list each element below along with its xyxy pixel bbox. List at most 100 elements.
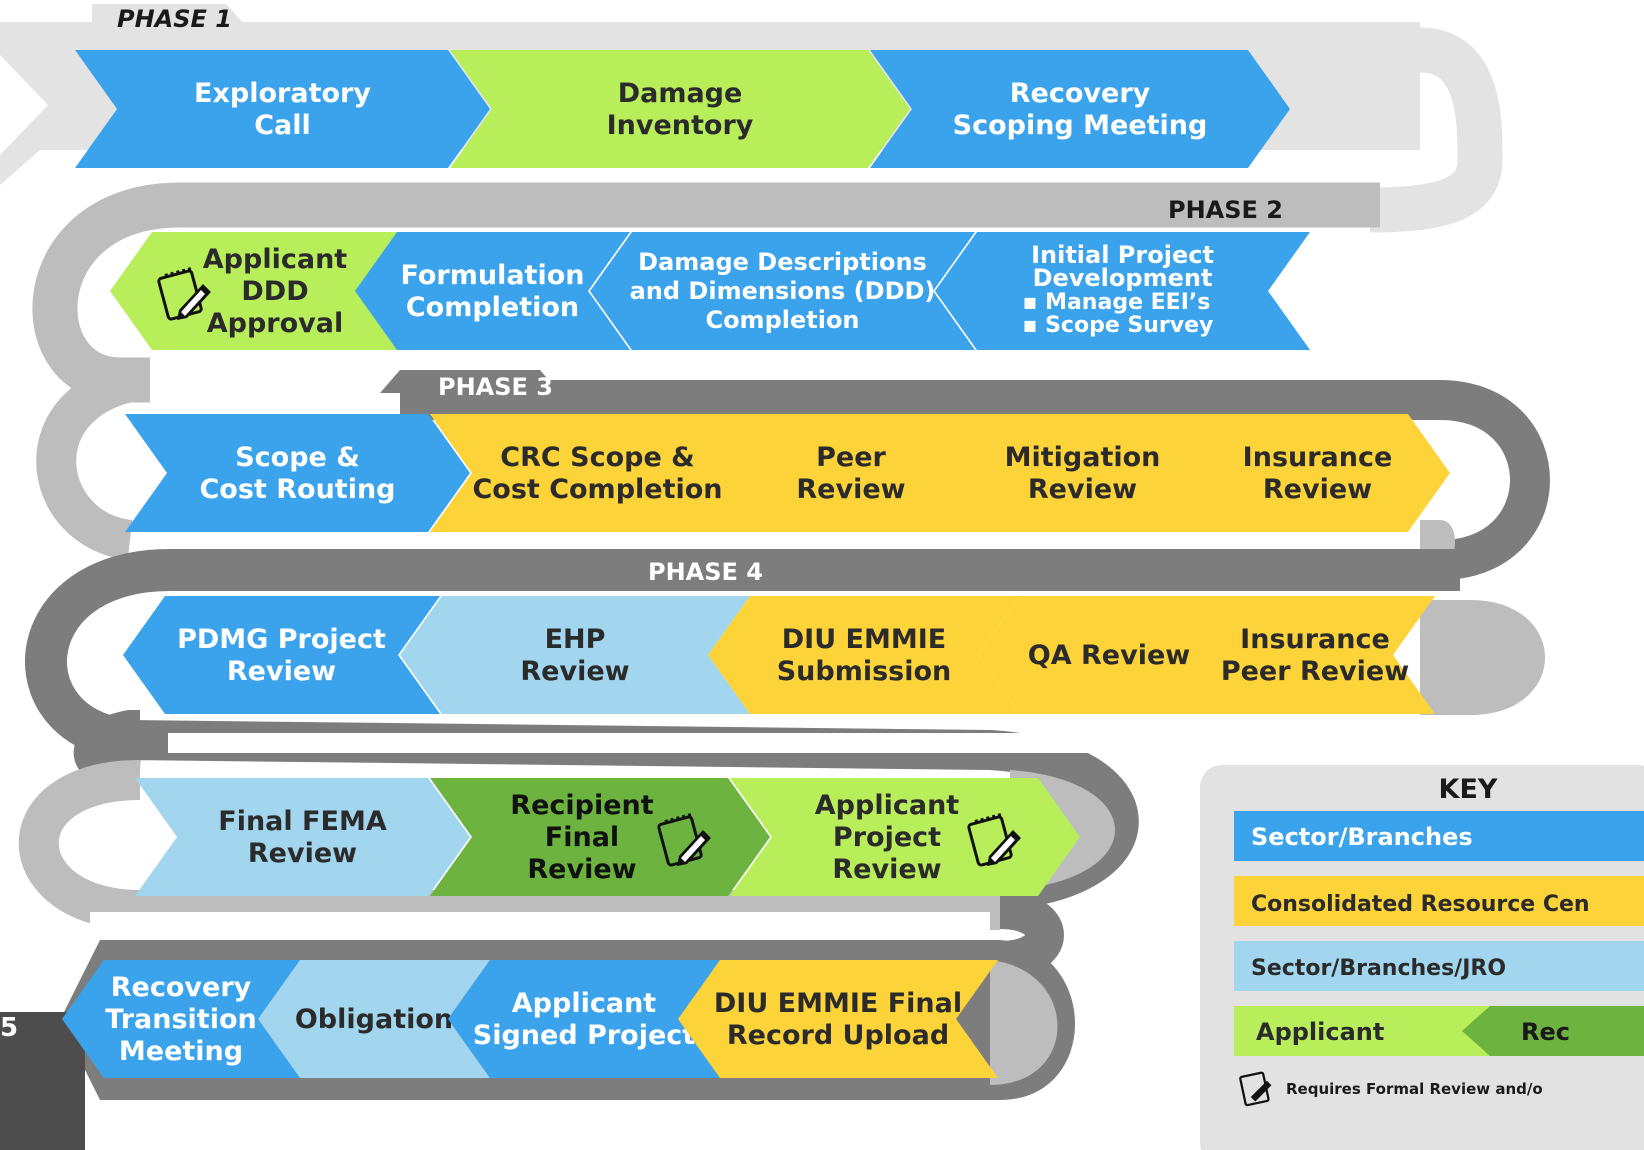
step-row3-5-line-2: Review (1263, 474, 1372, 505)
step-row5-2-line-2: Final (545, 822, 619, 853)
legend-label-crc: Consolidated Resource Cen (1251, 892, 1590, 917)
step-row4-2-line-2: Review (520, 656, 629, 687)
step-row4-5-line-1: Insurance (1240, 624, 1390, 655)
phase3-label: PHASE 3 (438, 373, 553, 401)
step-row2-2-line-2: Completion (406, 292, 579, 323)
phase4-right-curve (1420, 600, 1545, 715)
step-row5-1-line-2: Review (248, 838, 357, 869)
row6-back-right (990, 960, 1058, 1085)
phase1-curve (1369, 27, 1503, 233)
legend-label-applicant: Applicant (1256, 1018, 1384, 1046)
step-row5-2-line-3: Review (527, 854, 636, 885)
step-row2-1-line-2: DDD (241, 276, 308, 307)
step-row2-3-line-3: Completion (705, 306, 859, 334)
step-row4-2-shape (400, 596, 750, 714)
step-row1-1-line-1: Exploratory (194, 78, 371, 109)
row5-left-curve (18, 760, 1000, 930)
phase3-tab (380, 370, 560, 393)
legend-swatch-recipient (1460, 1006, 1644, 1056)
step-row1-1-line-2: Call (254, 110, 311, 141)
step-row1-3-line-1: Recovery (1010, 78, 1151, 109)
step-row2-4-bullet-2: ▪ Scope Survey (1023, 313, 1214, 338)
step-row4-2-line-1: EHP (545, 624, 606, 655)
step-row5-3-review-icon (967, 813, 1021, 867)
step-row1-3-shape (870, 50, 1290, 168)
step-row5-3-line-3: Review (832, 854, 941, 885)
step-row3-3-line-1: Peer (816, 442, 886, 473)
step-row4-1-line-2: Review (227, 656, 336, 687)
phase5-tab (0, 1012, 85, 1150)
step-row3-2: CRC Scope &Cost Completion (430, 414, 765, 532)
step-row4-1-line-1: PDMG Project (177, 624, 386, 655)
step-row2-4-bullet-1: ▪ Manage EEI’s (1023, 290, 1211, 315)
step-row5-2-review-icon (657, 813, 711, 867)
legend-label-jro: Sector/Branches/JRO (1251, 956, 1506, 981)
legend-title: KEY (1439, 774, 1498, 805)
step-row1-3-line-2: Scoping Meeting (953, 110, 1208, 141)
step-row5-3-line-2: Project (833, 822, 941, 853)
step-row2-3-line-2: and Dimensions (DDD) (630, 277, 936, 305)
phase2-label: PHASE 2 (1168, 196, 1283, 224)
phase-labels: PHASE 1 PHASE 2 PHASE 3 PHASE 4 5 (0, 4, 1340, 1043)
phase5-label: 5 (0, 1013, 18, 1043)
step-row3-3-line-2: Review (796, 474, 905, 505)
legend-label-sector-branches: Sector/Branches (1251, 823, 1473, 851)
step-row4-3-line-2: Submission (777, 656, 952, 687)
step-row2-3-shape (590, 232, 975, 350)
step-row6-3-shape (448, 960, 720, 1078)
legend-review-icon (1239, 1071, 1272, 1107)
step-row5-1-shape (135, 778, 470, 896)
step-row4-5-line-2: Peer Review (1221, 656, 1409, 687)
legend-note: Requires Formal Review and/o (1286, 1080, 1543, 1098)
step-row6-3-line-1: Applicant (512, 988, 657, 1019)
step-row6-2-shape (258, 960, 490, 1078)
step-row3-1-line-2: Cost Routing (199, 474, 395, 505)
step-row2-1-shape (110, 232, 400, 350)
step-row6-4-line-1: DIU EMMIE Final (714, 988, 962, 1019)
step-row6-4-line-2: Record Upload (727, 1020, 949, 1051)
step-row6-1-line-3: Meeting (119, 1036, 243, 1067)
legend: KEY Sector/Branches Consolidated Resourc… (1200, 765, 1644, 1150)
step-row6-2: Obligation (258, 960, 490, 1078)
step-row4-1-shape (123, 596, 440, 714)
step-row4-4-line-1: QA Review (1028, 640, 1190, 671)
step-row3-2-line-2: Cost Completion (472, 474, 722, 505)
step-row2-1-review-icon (157, 267, 211, 321)
step-row1-2-line-2: Inventory (607, 110, 754, 141)
step-row2-3-line-1: Damage Descriptions (638, 248, 927, 276)
step-row6-2-line-1: Obligation (295, 1004, 453, 1035)
step-row4-3-line-1: DIU EMMIE (782, 624, 946, 655)
step-row2-2-shape (355, 232, 630, 350)
step-row6-3-line-2: Signed Project (473, 1020, 696, 1051)
legend-swatch-sector-branches (1234, 811, 1644, 861)
step-row1-2-line-1: Damage (618, 78, 743, 109)
step-row3-3-shape (722, 414, 980, 532)
phase5-inner-white (168, 733, 1208, 753)
step-row3-2-line-1: CRC Scope & (500, 442, 694, 473)
step-row3-4-shape (935, 414, 1230, 532)
legend-swatch-crc (1234, 876, 1644, 926)
step-row3-2-shape (430, 414, 765, 532)
legend-label-recipient: Rec (1521, 1018, 1570, 1046)
step-row6-1-line-1: Recovery (111, 972, 252, 1003)
step-row4-3-shape (708, 596, 1020, 714)
step-row4-4-shape (978, 596, 1240, 714)
legend-swatch-jro (1234, 941, 1644, 991)
step-row5-2-shape (430, 778, 770, 896)
step-row3-5-line-1: Insurance (1243, 442, 1393, 473)
